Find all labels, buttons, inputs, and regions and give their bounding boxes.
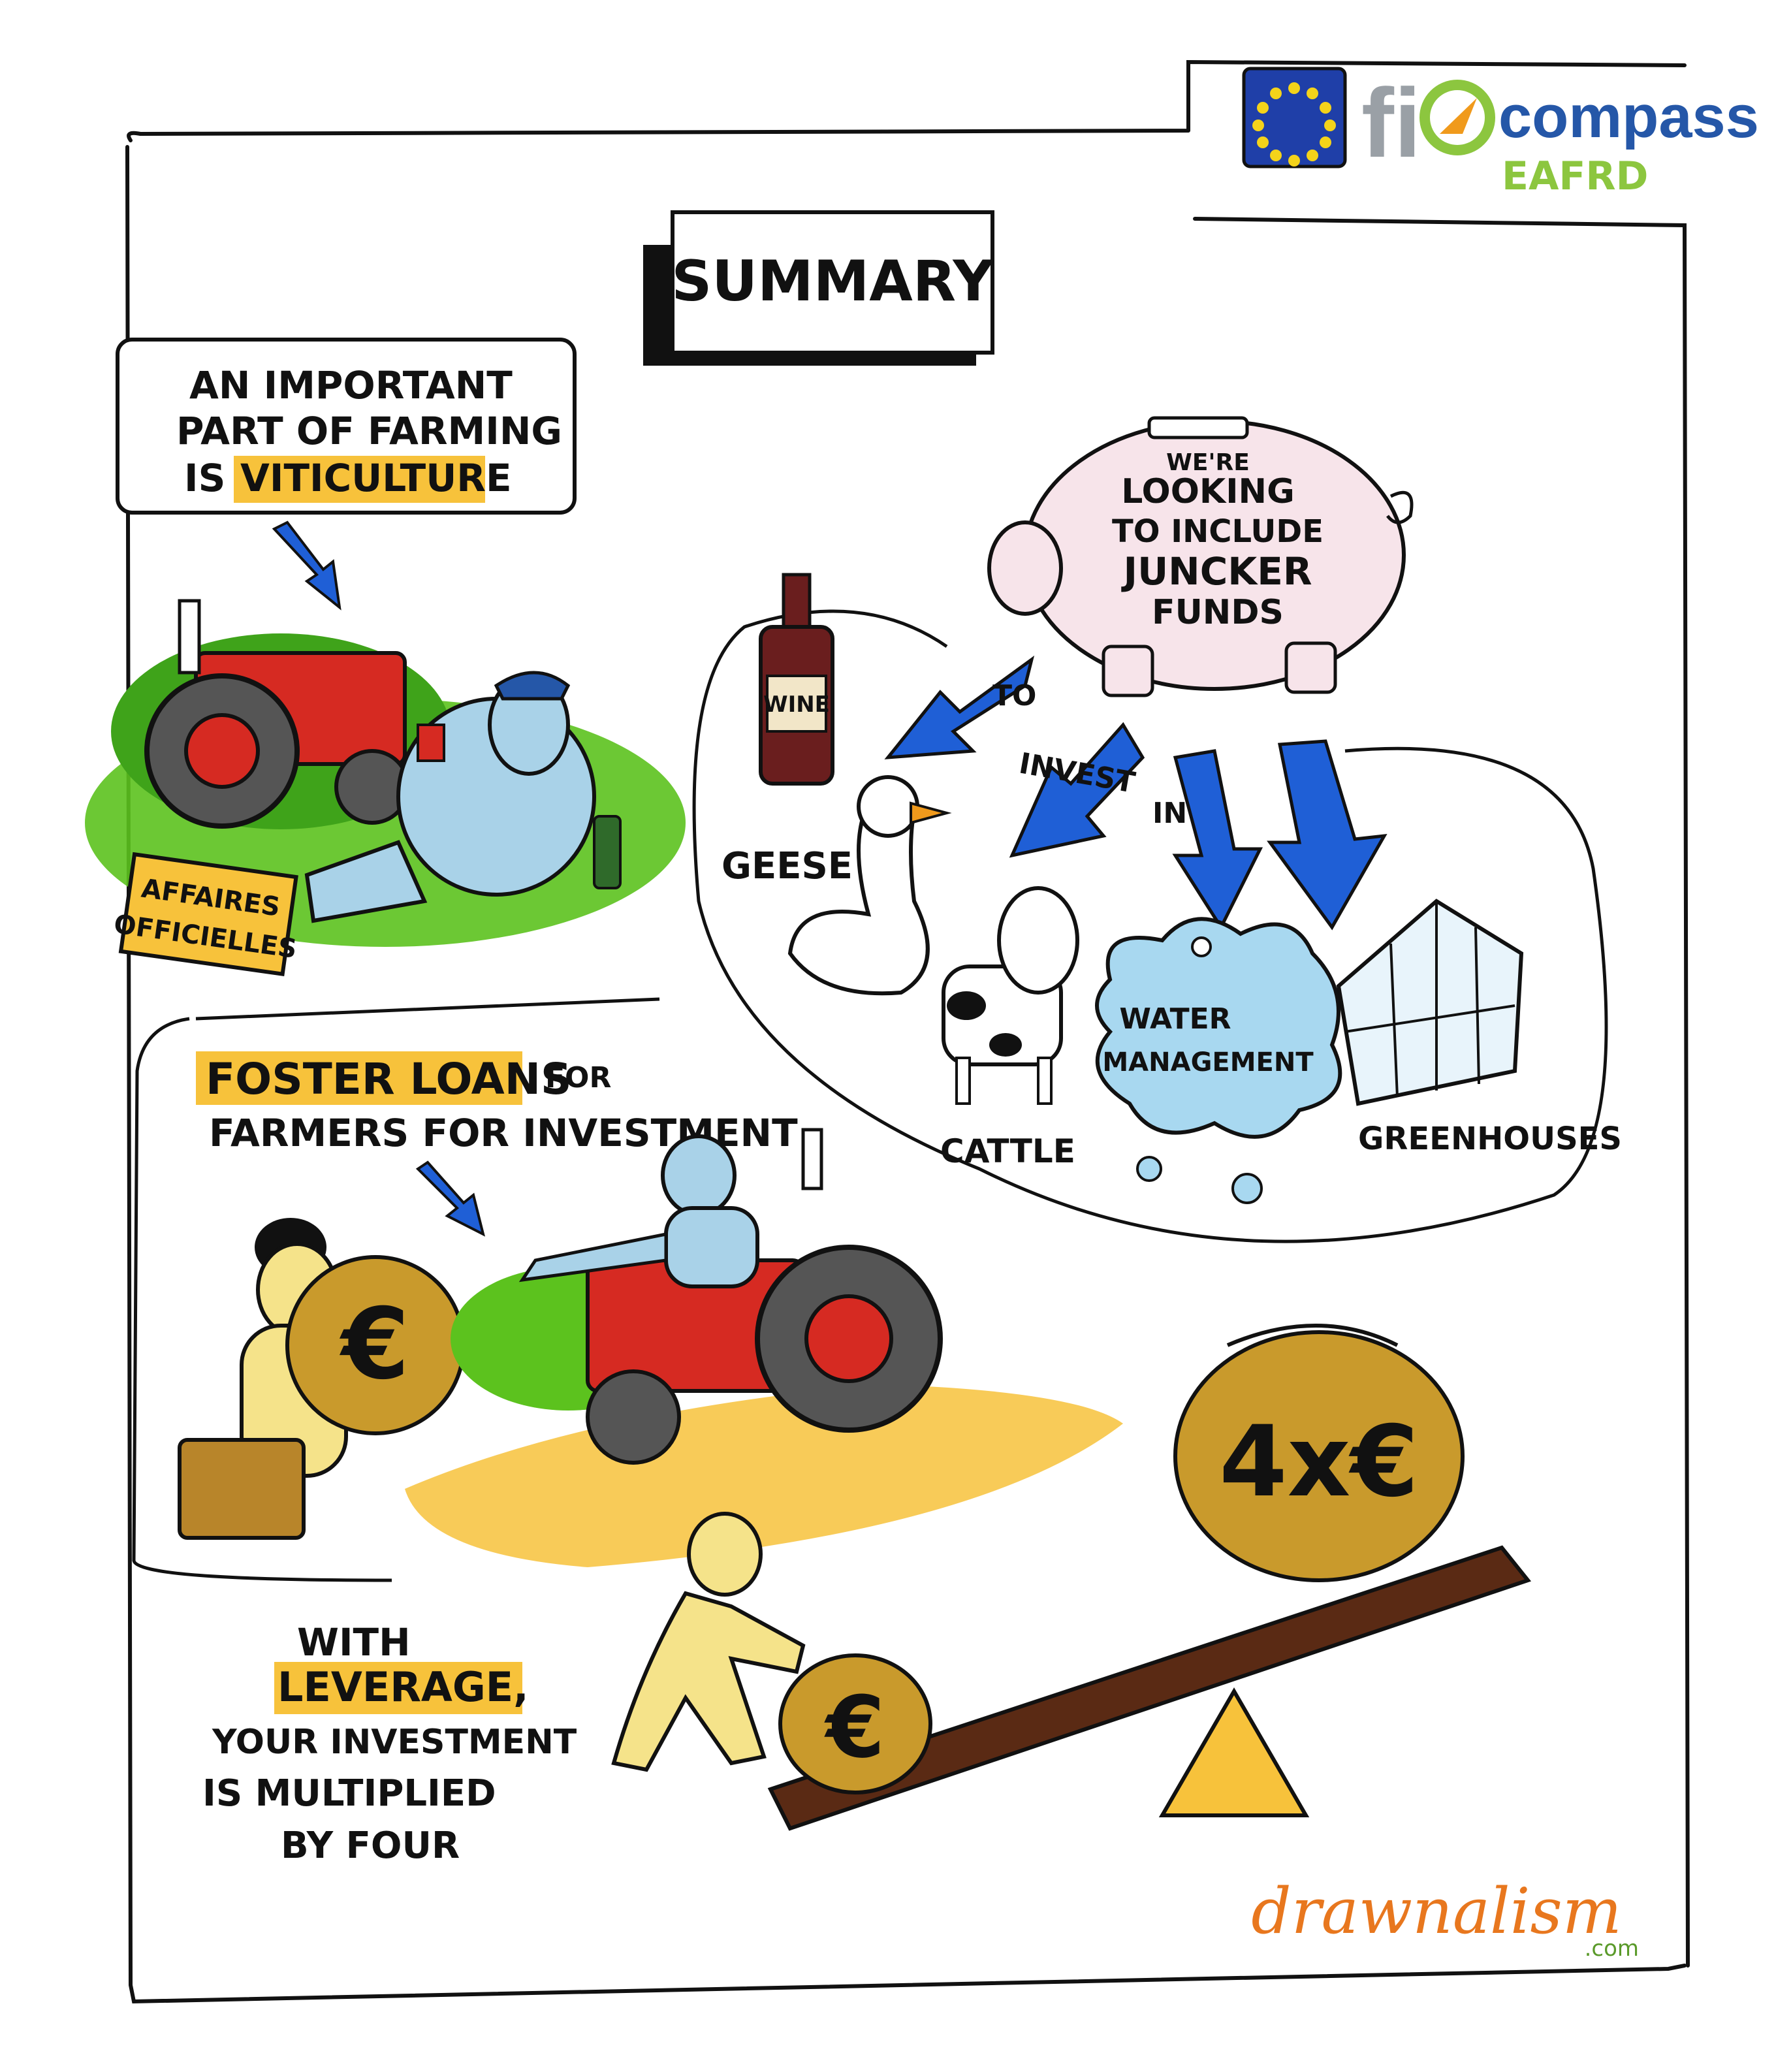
arrow-down-loans-icon bbox=[415, 1160, 486, 1237]
sector-water-line-2: MANAGEMENT bbox=[1102, 1047, 1314, 1077]
leverage-line-3: YOUR INVESTMENT bbox=[212, 1723, 577, 1762]
loans-highlight-bar bbox=[196, 1051, 522, 1105]
compass-needle-icon bbox=[1440, 98, 1477, 134]
logo-fi-text: fi bbox=[1361, 68, 1421, 178]
title-box: SUMMARY bbox=[643, 210, 994, 366]
viticulture-highlight-bar bbox=[234, 456, 485, 503]
piggy-line-4: JUNCKER bbox=[1120, 549, 1312, 594]
greenhouse-icon bbox=[1336, 899, 1524, 1106]
big-bag-label: 4x€ bbox=[1219, 1405, 1419, 1519]
official-sign: AFFAIRES OFFICIELLES bbox=[112, 852, 298, 977]
goose-icon bbox=[787, 775, 952, 996]
money-bag-large-icon bbox=[1173, 1330, 1465, 1582]
sectors-outline bbox=[692, 609, 1608, 1243]
arrow-to-wine-icon bbox=[884, 655, 1035, 759]
piggy-line-3: TO INCLUDE bbox=[1112, 513, 1324, 550]
leverage-line-4: IS MULTIPLIED bbox=[202, 1772, 496, 1815]
arrow-to-greenhouse-icon bbox=[1267, 739, 1388, 931]
leverage-line-1: WITH bbox=[297, 1620, 411, 1665]
arrow-word-in: IN bbox=[1152, 797, 1187, 830]
eu-stars-icon bbox=[1252, 82, 1336, 167]
viticulture-line-2: PART OF FARMING bbox=[176, 409, 562, 453]
arrow-down-icon bbox=[272, 520, 341, 611]
leverage-highlight: LEVERAGE, bbox=[278, 1663, 529, 1711]
leverage-highlight-bar bbox=[274, 1662, 522, 1714]
credit-suffix: .com bbox=[1585, 1936, 1639, 1962]
wine-bottle-small-icon bbox=[593, 815, 622, 889]
briefcase-icon bbox=[178, 1438, 306, 1540]
logo-block: fi compass EAFRD bbox=[1242, 67, 1759, 199]
wine-bottle: WINE bbox=[759, 573, 834, 786]
banker-with-bag: € bbox=[178, 1218, 466, 1540]
viticulture-callout: AN IMPORTANT PART OF FARMING IS VITICULT… bbox=[116, 338, 577, 515]
page-title: SUMMARY bbox=[671, 249, 994, 314]
sector-cattle: CATTLE bbox=[940, 1132, 1075, 1170]
loans-line-1-suffix: FOR bbox=[545, 1061, 611, 1094]
leverage-line-5: BY FOUR bbox=[281, 1825, 460, 1867]
euro-symbol-seesaw-bag: € bbox=[824, 1678, 885, 1777]
piggy-bank: WE'RE LOOKING TO INCLUDE JUNCKER FUNDS bbox=[987, 416, 1414, 697]
loans-highlight: FOSTER LOANS bbox=[206, 1054, 572, 1104]
seesaw-fulcrum-icon bbox=[1158, 1687, 1310, 1817]
piggy-line-1: WE'RE bbox=[1166, 449, 1250, 476]
sector-geese: GEESE bbox=[722, 845, 853, 887]
viticulture-line-1: AN IMPORTANT bbox=[189, 363, 513, 407]
cow-icon bbox=[942, 886, 1079, 1105]
compass-icon bbox=[1419, 80, 1495, 155]
arrow-to-cattle-icon bbox=[1009, 722, 1145, 858]
sector-greenhouses: GREENHOUSES bbox=[1358, 1121, 1622, 1157]
page-frame bbox=[125, 59, 1690, 2004]
euro-symbol-bag: € bbox=[340, 1288, 409, 1401]
arrow-to-water-icon bbox=[1172, 749, 1263, 931]
piggy-line-5: FUNDS bbox=[1152, 593, 1284, 632]
sector-water-line-1: WATER bbox=[1119, 1002, 1231, 1036]
piggy-snout bbox=[987, 520, 1063, 616]
viticulture-highlight: VITICULTURE bbox=[240, 456, 512, 500]
invest-arrows bbox=[884, 655, 1388, 931]
arrow-word-to: TO bbox=[992, 679, 1036, 712]
farm-scene-tractor bbox=[405, 1128, 1123, 1567]
credit-brand: drawnalism bbox=[1251, 1875, 1622, 1948]
leverage-seesaw: 4x€ € bbox=[611, 1324, 1532, 1831]
logo-compass-text: compass bbox=[1498, 84, 1759, 150]
viticulture-line-3-prefix: IS bbox=[184, 456, 225, 500]
section-divider bbox=[132, 1017, 392, 1582]
water-splash-icon bbox=[1095, 917, 1342, 1204]
wine-label: WINE bbox=[763, 692, 830, 718]
money-bag-medium-icon bbox=[778, 1653, 932, 1794]
piggy-line-2: LOOKING bbox=[1121, 472, 1295, 511]
logo-fund-text: EAFRD bbox=[1502, 153, 1648, 199]
seesaw-plank bbox=[767, 1545, 1532, 1831]
